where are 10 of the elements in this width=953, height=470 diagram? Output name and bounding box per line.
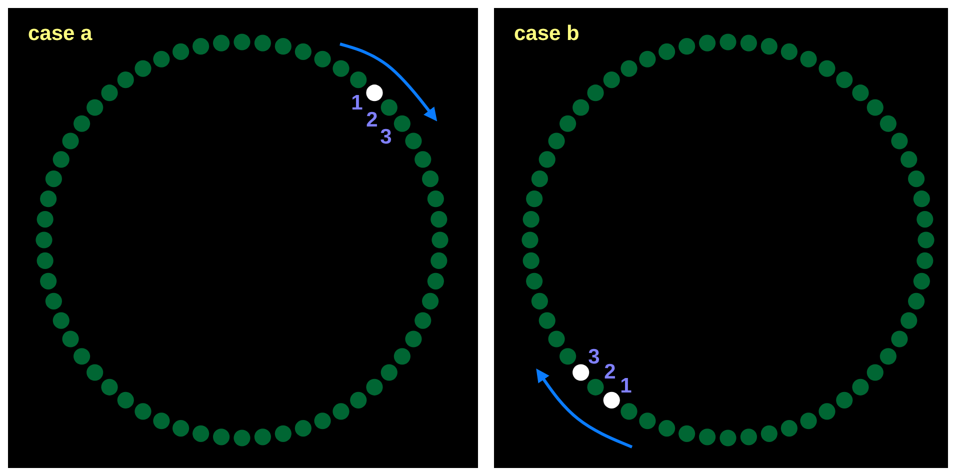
sequence-number: 1: [620, 376, 632, 396]
sequence-number: 2: [604, 362, 616, 382]
panel-heading: case b: [514, 22, 580, 46]
sequence-number: 2: [366, 110, 378, 130]
sequence-number: 1: [351, 92, 363, 114]
panel-heading: case a: [28, 22, 92, 46]
sequence-number: 3: [588, 346, 600, 368]
panel: [8, 8, 478, 468]
panel: [494, 8, 948, 468]
sequence-number: 3: [380, 126, 392, 148]
